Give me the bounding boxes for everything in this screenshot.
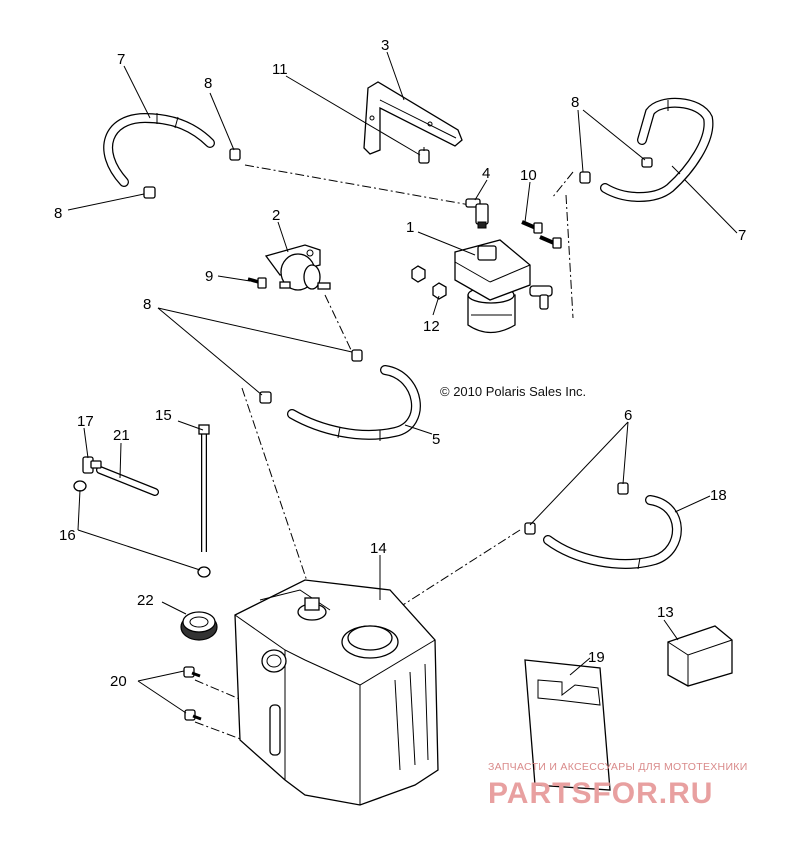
callout-7-left: 7 bbox=[117, 51, 125, 68]
callout-3: 3 bbox=[381, 37, 389, 54]
callout-4: 4 bbox=[482, 165, 490, 182]
callout-12: 12 bbox=[423, 318, 440, 335]
callout-6: 6 bbox=[624, 407, 632, 424]
watermark: ЗАПЧАСТИ И АКСЕССУАРЫ ДЛЯ МОТОТЕХНИКИ PA… bbox=[488, 761, 748, 810]
elbow-fitting-4[interactable] bbox=[465, 198, 489, 229]
callout-21: 21 bbox=[113, 427, 130, 444]
clamps[interactable] bbox=[143, 148, 653, 535]
watermark-logo: PARTSFOR.RU bbox=[488, 777, 713, 810]
callout-7-right: 7 bbox=[738, 227, 746, 244]
callout-16: 16 bbox=[59, 527, 76, 544]
fuel-filter-1[interactable] bbox=[454, 239, 553, 334]
fuel-cap-22[interactable] bbox=[180, 611, 218, 641]
kit-box-13[interactable] bbox=[667, 625, 733, 687]
callout-22: 22 bbox=[137, 592, 154, 609]
callout-17: 17 bbox=[77, 413, 94, 430]
hose-7-right[interactable] bbox=[600, 97, 714, 202]
watermark-tagline: ЗАПЧАСТИ И АКСЕССУАРЫ ДЛЯ МОТОТЕХНИКИ bbox=[488, 761, 748, 773]
callout-18: 18 bbox=[710, 487, 727, 504]
leader-lines bbox=[67, 51, 738, 714]
grommet-16[interactable] bbox=[73, 480, 211, 578]
callout-19: 19 bbox=[588, 649, 605, 666]
callout-8-left: 8 bbox=[54, 205, 62, 222]
screws-20[interactable] bbox=[183, 666, 202, 721]
bolts-10[interactable] bbox=[521, 220, 562, 249]
hose-7-left[interactable] bbox=[103, 112, 215, 187]
callout-9: 9 bbox=[205, 268, 213, 285]
routing-lines bbox=[194, 164, 574, 751]
bolt-11[interactable] bbox=[418, 147, 430, 164]
decal-19[interactable] bbox=[524, 659, 611, 791]
bracket-3[interactable] bbox=[363, 81, 463, 155]
screw-9[interactable] bbox=[247, 277, 267, 289]
copyright-notice: © 2010 Polaris Sales Inc. bbox=[440, 384, 586, 399]
callout-13: 13 bbox=[657, 604, 674, 621]
callout-8-middle: 8 bbox=[143, 296, 151, 313]
callout-1: 1 bbox=[406, 219, 414, 236]
vent-tube-15[interactable] bbox=[198, 424, 210, 552]
fuel-tank-14[interactable] bbox=[234, 579, 439, 806]
callout-labels: 7 8 8 11 3 8 7 4 10 1 2 9 12 8 5 6 18 15… bbox=[54, 37, 746, 690]
hose-18[interactable] bbox=[543, 495, 682, 570]
callout-15: 15 bbox=[155, 407, 172, 424]
callout-8-top-left: 8 bbox=[204, 75, 212, 92]
hose-21[interactable] bbox=[96, 466, 159, 496]
callout-8-right: 8 bbox=[571, 94, 579, 111]
nuts-12[interactable] bbox=[411, 265, 447, 300]
hose-5[interactable] bbox=[287, 365, 421, 441]
callout-14: 14 bbox=[370, 540, 387, 557]
callout-10: 10 bbox=[520, 167, 537, 184]
callout-11: 11 bbox=[272, 61, 288, 78]
callout-20: 20 bbox=[110, 673, 127, 690]
callout-5: 5 bbox=[432, 431, 440, 448]
callout-2: 2 bbox=[272, 207, 280, 224]
fuel-pump-2[interactable] bbox=[264, 244, 331, 291]
